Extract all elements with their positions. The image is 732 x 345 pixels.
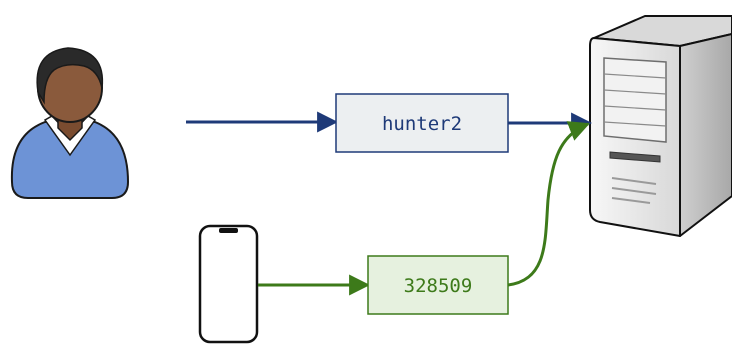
otp-value: 328509 <box>404 275 473 297</box>
server-tower-icon <box>589 15 732 237</box>
otp-arrow-out <box>507 121 590 287</box>
password-value: hunter2 <box>382 113 462 135</box>
user-icon <box>10 47 130 199</box>
password-box: hunter2 <box>335 93 509 153</box>
otp-box: 328509 <box>367 255 509 315</box>
smartphone-icon <box>198 224 259 344</box>
